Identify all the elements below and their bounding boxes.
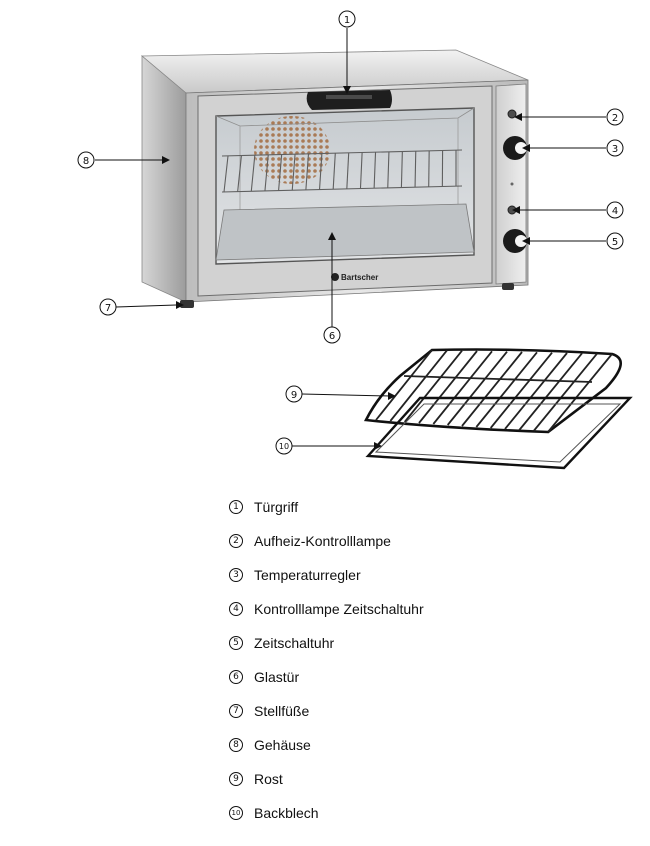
legend-label: Kontrolllampe Zeitschaltuhr (254, 601, 424, 617)
callout-1: 1 (338, 10, 356, 28)
wire-rack (364, 348, 622, 434)
rack-bar (547, 353, 613, 433)
svg-text:4: 4 (612, 206, 618, 217)
svg-text:6: 6 (329, 331, 335, 342)
legend-label: Glastür (254, 669, 300, 685)
legend-item: 6 Glastür (229, 660, 629, 694)
legend-label: Gehäuse (254, 737, 311, 753)
inner-rack-bar (373, 152, 377, 189)
legend-item: 5 Zeitschaltuhr (229, 626, 629, 660)
svg-text:1: 1 (344, 15, 350, 26)
callout-7: 7 (99, 298, 117, 316)
legend-number: 4 (229, 602, 243, 616)
legend-item: 4 Kontrolllampe Zeitschaltuhr (229, 592, 629, 626)
inner-rack-bar (250, 155, 256, 192)
rack-bar (375, 349, 433, 421)
legend-number: 2 (229, 534, 243, 548)
inner-rack-bar (264, 154, 269, 191)
callout-5: 5 (606, 232, 624, 250)
rack-bar (432, 350, 493, 425)
legend-number: 8 (229, 738, 243, 752)
brand-logo: Bartscher (331, 273, 378, 282)
inner-rack-bar (387, 151, 390, 188)
callout-3: 3 (606, 139, 624, 157)
legend-number: 10 (229, 806, 243, 820)
callout-2: 2 (606, 108, 624, 126)
inner-rack-bar (400, 151, 403, 188)
rack-bar (475, 351, 538, 428)
rack-bar (446, 351, 508, 426)
rack-bar (403, 350, 463, 423)
adjustable-feet (180, 283, 514, 308)
rack-bar (489, 352, 553, 429)
legend-label: Stellfüße (254, 703, 310, 719)
heating-indicator-lamp (507, 109, 517, 119)
temperature-knob[interactable] (503, 136, 527, 160)
svg-text:3: 3 (612, 144, 618, 155)
legend-item: 7 Stellfüße (229, 694, 629, 728)
legend-number: 9 (229, 772, 243, 786)
control-panel (495, 83, 527, 285)
legend-number: 3 (229, 568, 243, 582)
legend-label: Aufheiz-Kontrolllampe (254, 533, 391, 549)
legend-item: 10 Backblech (229, 796, 629, 830)
rack-crossbar (403, 375, 593, 383)
inner-rack-bar (223, 155, 229, 193)
legend-item: 9 Rost (229, 762, 629, 796)
rack-bar (532, 353, 598, 432)
callout-9: 9 (285, 385, 303, 403)
inner-rack-bar (237, 155, 242, 192)
inner-rack-bar (359, 152, 363, 189)
callout-lines (95, 28, 606, 447)
svg-text:9: 9 (291, 390, 297, 401)
inner-rack-bar (278, 154, 283, 191)
legend-item: 1 Türgriff (229, 490, 629, 524)
inner-rack-edge (221, 149, 463, 157)
legend-number: 5 (229, 636, 243, 650)
timer-knob[interactable] (503, 229, 527, 253)
legend-item: 3 Temperaturregler (229, 558, 629, 592)
inner-rack-bar (318, 153, 323, 190)
inner-wire-rack (221, 149, 463, 193)
parts-legend: 1 Türgriff 2 Aufheiz-Kontrolllampe 3 Temper… (229, 490, 629, 830)
inner-rack-edge (221, 185, 463, 193)
callout-10: 10 (275, 437, 293, 455)
rack-bar (518, 352, 583, 431)
svg-text:10: 10 (279, 442, 289, 451)
brand-logo-text: Bartscher (341, 273, 378, 282)
rack-bar (461, 351, 523, 427)
inner-rack-bar (332, 153, 336, 190)
callout-4: 4 (606, 201, 624, 219)
legend-number: 1 (229, 500, 243, 514)
rack-bar (504, 352, 568, 430)
legend-label: Türgriff (254, 499, 299, 515)
svg-text:2: 2 (612, 113, 618, 124)
door-handle (306, 90, 392, 110)
svg-text:8: 8 (83, 156, 89, 167)
legend-item: 2 Aufheiz-Kontrolllampe (229, 524, 629, 558)
rack-bar (418, 350, 478, 424)
inner-rack-bar (305, 153, 310, 190)
oven-diagram: Bartscher (77, 10, 633, 470)
baking-tray (365, 396, 633, 470)
callout-8: 8 (77, 151, 95, 169)
legend-item: 8 Gehäuse (229, 728, 629, 762)
svg-text:7: 7 (105, 303, 111, 314)
inner-rack-bar (414, 151, 417, 188)
inner-rack-bar (346, 152, 350, 189)
glass-door: Bartscher (197, 85, 493, 297)
legend-number: 7 (229, 704, 243, 718)
inner-rack-bar (291, 154, 296, 191)
rack-bar (389, 349, 448, 422)
legend-number: 6 (229, 670, 243, 684)
legend-label: Rost (254, 771, 283, 787)
legend-label: Zeitschaltuhr (254, 635, 335, 651)
legend-label: Backblech (254, 805, 319, 821)
callout-6: 6 (323, 326, 341, 344)
svg-text:5: 5 (612, 237, 618, 248)
legend-label: Temperaturregler (254, 567, 361, 583)
